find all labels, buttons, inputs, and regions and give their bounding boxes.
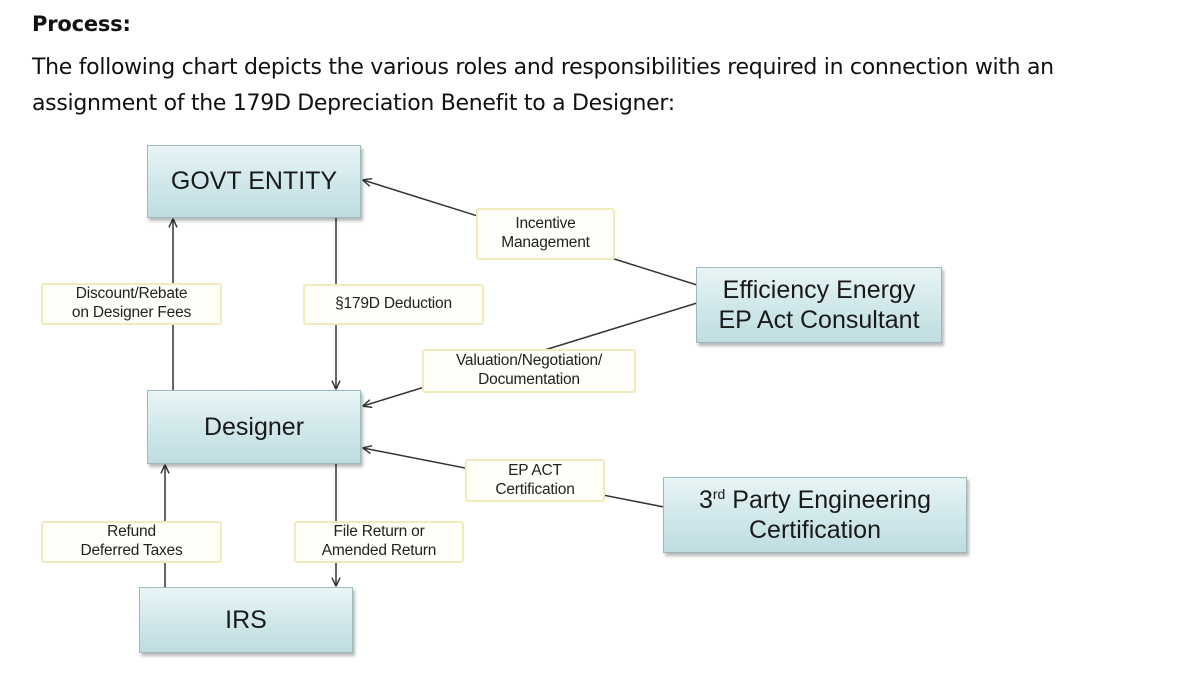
label-valuation-line1: Valuation/Negotiation/ (455, 352, 603, 370)
intro-paragraph: The following chart depicts the various … (32, 55, 1054, 116)
node-designer-label: Designer (203, 412, 305, 441)
node-consultant-line1: Efficiency Energy (722, 275, 916, 304)
label-incentive-line1: Incentive (515, 215, 576, 233)
label-valuation-negotiation: Valuation/Negotiation/ Documentation (422, 349, 636, 393)
node-govt-entity: GOVT ENTITY (147, 145, 361, 218)
label-179d-text: §179D Deduction (335, 295, 452, 313)
node-govt-entity-label: GOVT ENTITY (170, 167, 338, 196)
label-179d-deduction: §179D Deduction (303, 284, 484, 325)
label-refund-line1: Refund (107, 523, 156, 541)
label-discount-line2: on Designer Fees (71, 304, 192, 321)
node-third-party-line2: Certification (748, 516, 881, 544)
label-incentive-line2: Management (501, 234, 590, 251)
node-third-party-line1: 3rd Party Engineering (699, 485, 931, 516)
label-file-return: File Return or Amended Return (294, 521, 464, 563)
node-ep-act-consultant: Efficiency Energy EP Act Consultant (696, 267, 942, 343)
label-discount-line1: Discount/Rebate (75, 285, 188, 303)
label-epact-line1: EP ACT (508, 461, 562, 479)
label-valuation-line2: Documentation (478, 371, 580, 388)
label-file-line2: Amended Return (321, 542, 437, 559)
label-discount-rebate: Discount/Rebate on Designer Fees (41, 283, 222, 325)
node-third-party-superscript: rd (712, 485, 726, 502)
label-refund-deferred-taxes: Refund Deferred Taxes (41, 521, 222, 563)
node-third-party-prefix: 3 (698, 485, 713, 514)
node-consultant-line2: EP Act Consultant (718, 306, 920, 334)
label-file-line1: File Return or (333, 523, 425, 541)
node-designer: Designer (147, 390, 361, 464)
label-ep-act-certification: EP ACT Certification (465, 459, 605, 502)
node-irs-label: IRS (225, 605, 267, 634)
node-third-party-rest: Party Engineering (725, 485, 932, 514)
label-refund-line2: Deferred Taxes (80, 542, 183, 559)
label-incentive-management: Incentive Management (476, 208, 615, 260)
section-heading: Process: (32, 12, 131, 36)
node-third-party-certification: 3rd Party Engineering Certification (663, 477, 967, 553)
node-irs: IRS (139, 587, 353, 653)
label-epact-line2: Certification (495, 480, 575, 498)
